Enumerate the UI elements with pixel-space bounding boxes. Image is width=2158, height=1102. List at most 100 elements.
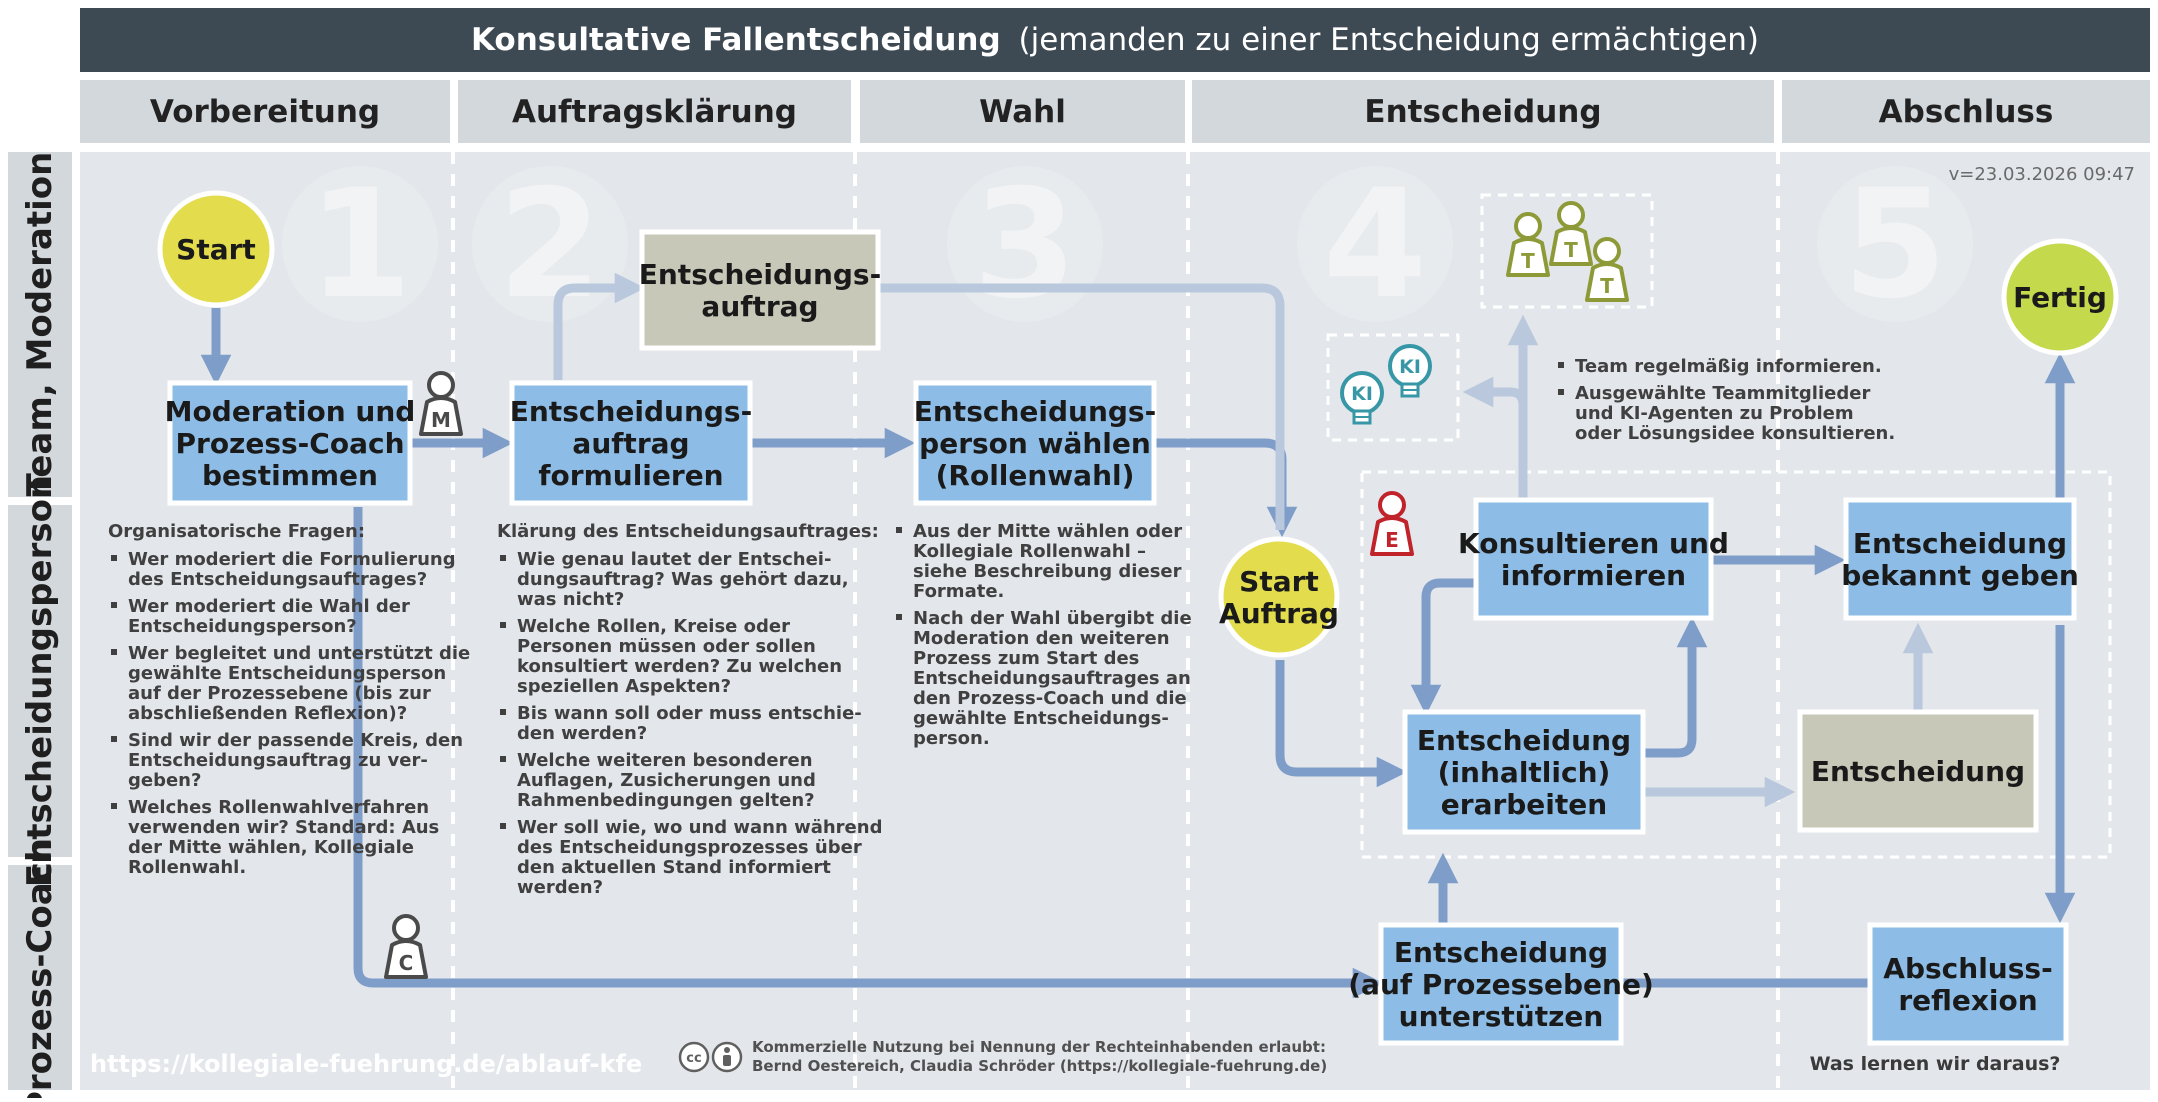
note-col3-item-1-line-3: siehe Beschreibung dieser [913,561,1182,582]
note-bullet [500,555,506,561]
team-group-frame [1480,193,1654,309]
ai-agent-icon-1: KI [1340,371,1384,425]
start-auftrag-circle [1218,536,1340,658]
box-konsultieren-line-1: Konsultieren und [1458,527,1729,560]
box-erarbeiten-line-2: (inhaltlich) [1438,756,1611,789]
note-col4-item-1-line-1: Team regelmäßig informieren. [1575,356,1882,377]
note-col4-item-2-line-3: oder Lösungsidee konsultieren. [1575,423,1895,444]
box-formulieren [509,380,753,506]
box-reflexion-line-1: Abschluss- [1883,952,2052,985]
note-bullet [896,527,902,533]
note-bullet [111,803,117,809]
box-entscheidung [1797,709,2039,833]
box-bekannt-line-1: Entscheidung [1853,527,2067,560]
start-auftrag-label-line-1: Start [1239,565,1319,598]
note-col2-item-4-line-2: Auflagen, Zusicherungen und [517,770,816,791]
diagram-canvas [80,152,2150,1090]
note-heading-col2: Klärung des Entscheidungsauftrages: [497,521,879,542]
arrow-to-ai [1462,376,1528,408]
note-col1-item-3-line-1: Wer begleitet und unterstützt die [128,643,470,664]
note-col2-item-2-line-1: Welche Rollen, Kreise oder [517,616,790,637]
lane-label-coach: Prozess-Coach [20,838,60,1098]
note-col2-item-1-line-3: was nicht? [517,589,624,610]
note-col1-item-5-line-3: der Mitte wählen, Kollegiale [128,837,414,858]
box-erarbeiten-line-1: Entscheidung [1417,724,1631,757]
phase-header-3 [860,80,1185,143]
note-col1-item-4-line-1: Sind wir der passende Kreis, den [128,730,463,751]
box-bekannt-line-2: bekannt geben [1841,559,2079,592]
box-moderation-line-1: Moderation und [165,395,416,428]
note-col2-item-4-line-1: Welche weiteren besonderen [517,750,813,771]
arrow-auftrag-top-to-startauftrag [880,283,1285,530]
source-url[interactable]: https://kollegiale-fuehrung.de/ablauf-kf… [90,1050,642,1078]
note-col3-item-2-line-6: gewählte Entscheidungs- [913,708,1169,729]
note-col2-item-2-line-3: konsultiert werden? Zu welchen [517,656,842,677]
box-auftrag-top-line-2: auftrag [701,290,818,323]
note-col4-item-2-line-2: und KI-Agenten zu Problem [1575,403,1854,424]
decision-group-frame [1360,470,2112,859]
box-konsultieren [1473,497,1714,621]
note-col1-item-2-line-1: Wer moderiert die Wahl der [128,596,410,617]
note-bullet [111,649,117,655]
phase-label-4: Entscheidung [1364,94,1601,130]
reflexion-question: Was lernen wir daraus? [1810,1053,2061,1075]
arrow-erarbeiten-to-konsultieren [1643,616,1708,758]
start-label-line-1: Start [176,233,256,266]
box-auftrag-top [639,229,881,351]
decider-person-icon-letter: E [1385,528,1399,552]
team-member-icon-3: T [1585,237,1629,302]
ai-agent-icon-1-letter: KI [1351,383,1373,405]
license-line-2: Bernd Oestereich, Claudia Schröder (http… [752,1057,1327,1075]
phase-number-bg-2 [472,166,628,322]
moderation-person-icon-letter: M [431,408,451,432]
lane-box-team [8,152,72,497]
note-bullet [1558,389,1564,395]
team-member-icon-3-letter: T [1600,274,1614,298]
note-col3-item-1-line-2: Kollegiale Rollenwahl – [913,541,1146,562]
note-col1-item-5-line-4: Rollenwahl. [128,857,246,878]
note-col3-item-2-line-5: den Prozess-Coach und die [913,688,1187,709]
cc-icon-text: cc [686,1051,701,1066]
arrow-to-auftrag-top [553,272,646,380]
note-col1-item-1-line-1: Wer moderiert die Formulierung [128,549,456,570]
note-col2-item-3-line-1: Bis wann soll oder muss entschie- [517,703,862,724]
note-bullet [500,756,506,762]
note-bullet [111,736,117,742]
box-erarbeiten [1402,709,1646,835]
phase-number-1: 1 [308,158,412,332]
note-col1-item-1-line-2: des Entscheidungsauftrages? [128,569,427,590]
box-moderation-line-3: bestimmen [202,459,378,492]
box-formulieren-line-3: formulieren [538,459,723,492]
box-auftrag-top-line-1: Entscheidungs- [639,258,881,291]
decider-person-icon: E [1370,491,1414,556]
phase-header-5 [1782,80,2150,143]
box-entscheidung-line-1: Entscheidung [1811,755,2025,788]
notes: Organisatorische Fragen:Wer moderiert di… [108,356,1895,898]
note-col1-item-4-line-2: Entscheidungsauftrag zu ver- [128,750,428,771]
note-col2-item-5-line-4: werden? [517,877,603,898]
phase-label-1: Vorbereitung [150,94,380,130]
note-col1-item-5-line-1: Welches Rollenwahlverfahren [128,797,429,818]
note-col2-item-5-line-2: des Entscheidungsprozesses über [517,837,862,858]
arrow-moderation-to-coach [353,507,1384,999]
note-bullet [1558,362,1564,368]
fertig-circle [2001,238,2119,356]
lane-label-decider: Entscheidungsperson [20,475,60,887]
title-sub: (jemanden zu einer Entscheidung ermächti… [1019,22,1760,58]
note-col2-item-5-line-1: Wer soll wie, wo und wann während [517,817,882,838]
phase-number-3: 3 [973,158,1077,332]
note-col4-item-2-line-1: Ausgewählte Teammitglieder [1575,383,1870,404]
note-col1-item-4-line-3: geben? [128,770,201,791]
ai-agent-icon-2-letter: KI [1399,356,1421,378]
note-col1-item-3-line-3: auf der Prozessebene (bis zur [128,683,431,704]
note-col1-item-2-line-2: Entscheidungsperson? [128,616,357,637]
note-col2-item-5-line-3: den aktuellen Stand informiert [517,857,831,878]
box-unterstuetzen-line-1: Entscheidung [1394,936,1608,969]
note-bullet [500,709,506,715]
cc-icon [678,1041,710,1073]
phase-number-bg-5 [1817,166,1973,322]
box-formulieren-line-2: auftrag [572,427,689,460]
